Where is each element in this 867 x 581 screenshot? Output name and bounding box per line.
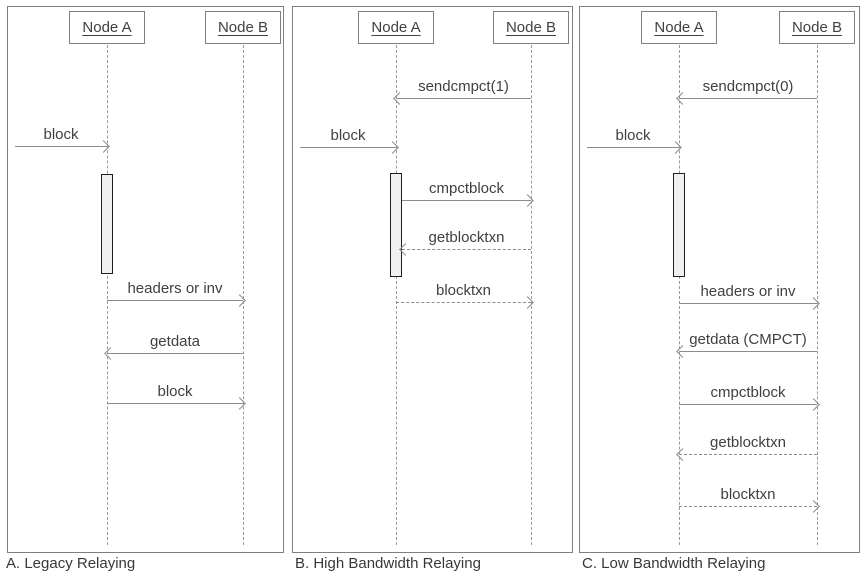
panel-high-bandwidth-relaying: Node A Node B sendcmpct(1) block cmpctbl… bbox=[292, 6, 573, 553]
arrow-line bbox=[15, 140, 110, 153]
panel-low-bandwidth-relaying: Node A Node B sendcmpct(0) block headers… bbox=[579, 6, 860, 553]
message-label: getblocktxn bbox=[428, 229, 505, 246]
message-label: sendcmpct(0) bbox=[702, 78, 794, 95]
arrow-line bbox=[587, 141, 682, 154]
arrow-line bbox=[107, 294, 246, 307]
node-b-lifeline bbox=[243, 45, 244, 545]
arrow-line bbox=[399, 243, 531, 256]
node-a-label: Node A bbox=[654, 19, 704, 36]
message-label: block bbox=[615, 127, 651, 144]
arrow-line bbox=[393, 92, 531, 105]
arrow-line bbox=[300, 141, 399, 154]
arrow-line bbox=[679, 297, 820, 310]
node-b-label: Node B bbox=[791, 19, 843, 36]
message-label: blocktxn bbox=[720, 486, 776, 503]
arrow-line bbox=[107, 397, 246, 410]
arrow-line bbox=[676, 448, 817, 461]
arrow-line bbox=[396, 296, 534, 309]
arrow-line bbox=[402, 194, 534, 207]
node-a-box: Node A bbox=[69, 11, 145, 44]
message-label: sendcmpct(1) bbox=[418, 78, 509, 95]
node-a-box: Node A bbox=[641, 11, 717, 44]
caption-legacy-relaying: A. Legacy Relaying bbox=[6, 555, 136, 572]
activation-bar bbox=[101, 174, 113, 274]
activation-bar bbox=[390, 173, 402, 277]
arrow-line bbox=[104, 347, 243, 360]
arrow-line bbox=[679, 500, 820, 513]
node-b-lifeline bbox=[531, 45, 532, 545]
message-label: block bbox=[43, 126, 79, 143]
node-a-box: Node A bbox=[358, 11, 434, 44]
arrow-line bbox=[676, 345, 817, 358]
message-label: headers or inv bbox=[127, 280, 223, 297]
message-label: cmpctblock bbox=[710, 384, 786, 401]
node-b-label: Node B bbox=[217, 19, 269, 36]
node-a-label: Node A bbox=[371, 19, 421, 36]
caption-low-bandwidth-relaying: C. Low Bandwidth Relaying bbox=[582, 555, 766, 572]
message-label: cmpctblock bbox=[428, 180, 505, 197]
node-b-lifeline bbox=[817, 45, 818, 545]
message-label: headers or inv bbox=[700, 283, 796, 300]
node-b-box: Node B bbox=[779, 11, 855, 44]
arrow-line bbox=[676, 92, 817, 105]
activation-bar bbox=[673, 173, 685, 277]
message-label: getdata bbox=[149, 333, 201, 350]
panel-legacy-relaying: Node A Node B block headers or inv getda… bbox=[7, 6, 284, 553]
message-label: getblocktxn bbox=[710, 434, 786, 451]
node-b-label: Node B bbox=[505, 19, 557, 36]
message-label: block bbox=[330, 127, 366, 144]
node-b-box: Node B bbox=[205, 11, 281, 44]
message-label: getdata (CMPCT) bbox=[689, 331, 807, 348]
node-a-lifeline bbox=[679, 45, 680, 545]
node-a-lifeline bbox=[396, 45, 397, 545]
node-a-lifeline bbox=[107, 45, 108, 545]
message-label: blocktxn bbox=[435, 282, 492, 299]
message-label: block bbox=[157, 383, 193, 400]
arrow-line bbox=[679, 398, 820, 411]
caption-high-bandwidth-relaying: B. High Bandwidth Relaying bbox=[295, 555, 481, 572]
node-b-box: Node B bbox=[493, 11, 569, 44]
node-a-label: Node A bbox=[82, 19, 132, 36]
